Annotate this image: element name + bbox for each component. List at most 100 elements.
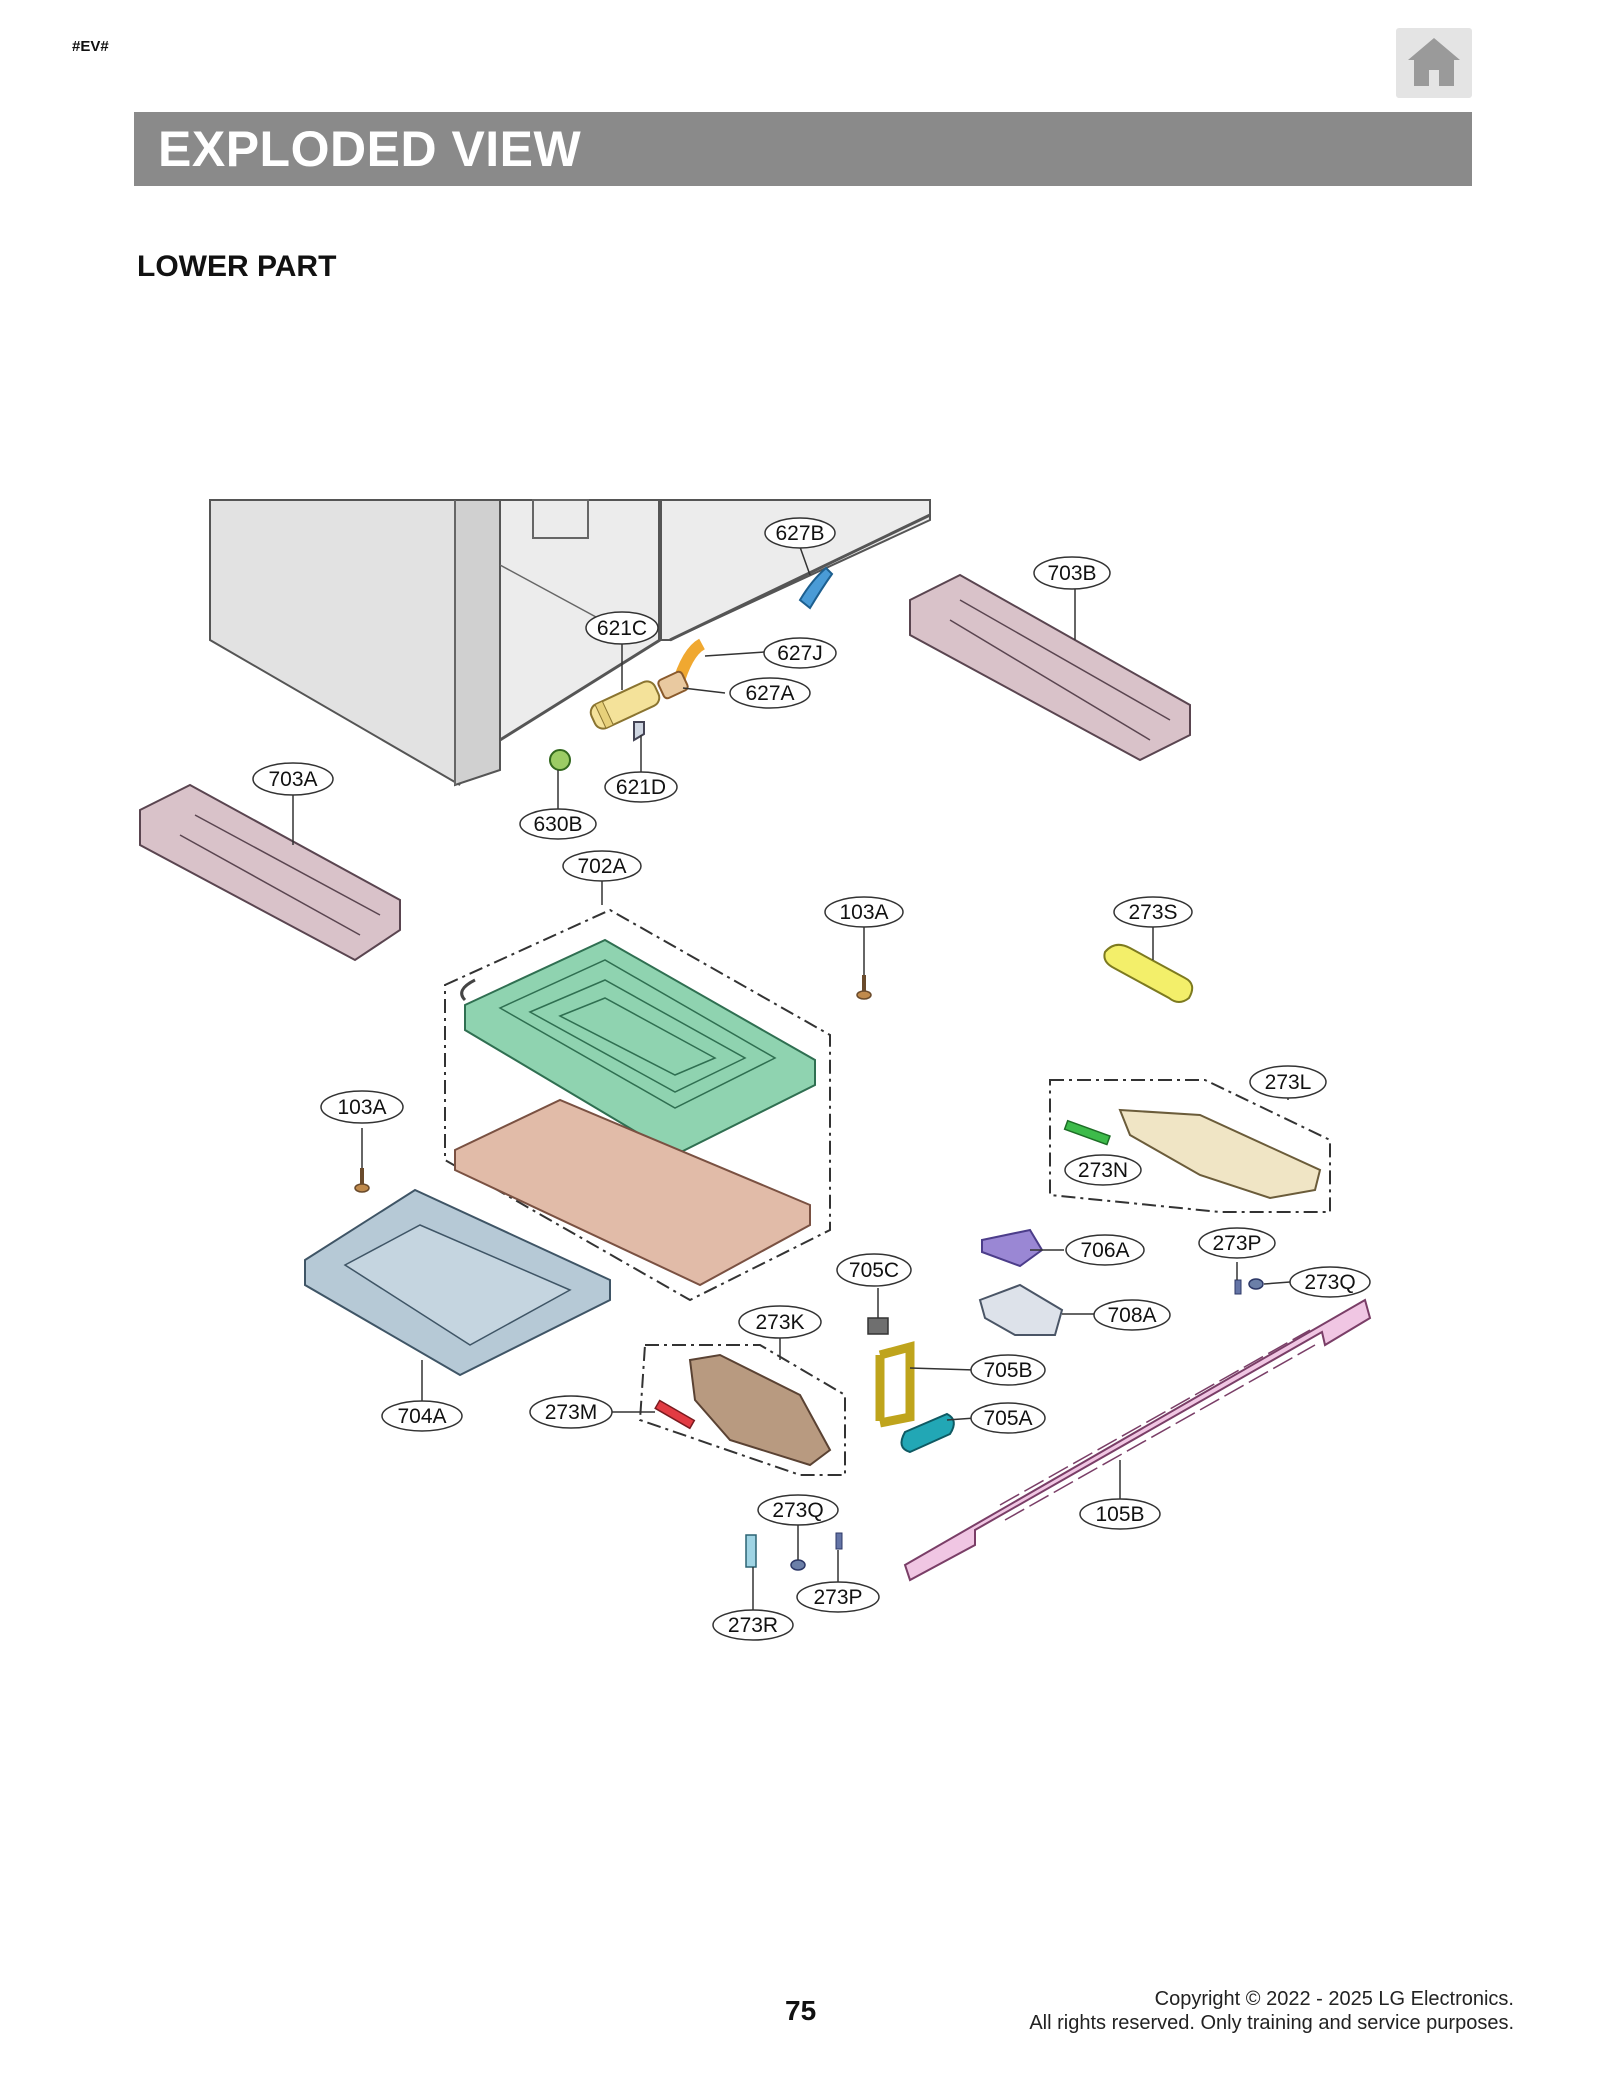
callout-label: 704A	[397, 1405, 446, 1428]
callout-label: 273N	[1078, 1159, 1128, 1182]
part-103A-right	[856, 975, 872, 1000]
callout-label: 708A	[1107, 1304, 1156, 1327]
group-outline-273K	[638, 1344, 846, 1476]
callout-label: 273R	[728, 1614, 778, 1637]
part-273N	[1063, 1119, 1111, 1146]
callout-label: 705C	[849, 1259, 899, 1282]
part-273Q-right	[1248, 1278, 1264, 1290]
part-273S	[1103, 943, 1194, 1003]
part-103A-left	[354, 1168, 370, 1193]
callout-label: 706A	[1080, 1239, 1129, 1262]
callout-label: 703A	[268, 768, 317, 791]
part-705A	[900, 1412, 955, 1454]
callout-label: 621D	[616, 776, 666, 799]
callout-label: 273K	[755, 1311, 804, 1334]
copyright-line-2: All rights reserved. Only training and s…	[1029, 2012, 1514, 2034]
part-273P-bottom	[835, 1532, 843, 1550]
part-621C	[589, 680, 661, 730]
callout-702A: 702A	[562, 850, 642, 882]
callout-label: 630B	[533, 813, 582, 836]
part-273R	[745, 1534, 757, 1568]
callout-273S: 273S	[1113, 896, 1193, 928]
callout-label: 273Q	[1304, 1271, 1355, 1294]
callout-label: 103A	[839, 901, 888, 924]
page-banner: EXPLODED VIEW	[134, 112, 1472, 186]
callout-label: 705A	[983, 1407, 1032, 1430]
callout-273P-right: 273P	[1198, 1227, 1276, 1259]
part-105B	[903, 1298, 1372, 1582]
part-702A-evaporator	[460, 938, 816, 1157]
callout-label: 273P	[813, 1586, 862, 1609]
callout-273R: 273R	[712, 1609, 794, 1641]
callout-label: 627B	[775, 522, 824, 545]
home-button[interactable]	[1396, 28, 1472, 98]
callout-703A: 703A	[252, 762, 334, 796]
home-icon	[1408, 38, 1460, 86]
callout-label: 705B	[983, 1359, 1032, 1382]
part-705B	[875, 1341, 915, 1428]
callout-103A-right: 103A	[824, 896, 904, 928]
callout-708A: 708A	[1093, 1299, 1171, 1331]
part-621D	[633, 721, 645, 742]
callout-273K: 273K	[738, 1305, 822, 1339]
page-number: 75	[785, 1995, 817, 2026]
callout-627A: 627A	[729, 677, 811, 709]
callout-704A: 704A	[381, 1400, 463, 1432]
callout-103A-left: 103A	[320, 1090, 404, 1124]
callout-706A: 706A	[1065, 1234, 1145, 1266]
section-title: LOWER PART	[137, 250, 337, 283]
callout-label: 105B	[1095, 1503, 1144, 1526]
copyright-line-1: Copyright © 2022 - 2025 LG Electronics.	[1154, 1988, 1514, 2010]
part-705C	[867, 1317, 889, 1335]
group-outline-702A	[444, 908, 831, 1302]
callout-105B: 105B	[1079, 1498, 1161, 1530]
callout-label: 273Q	[772, 1499, 823, 1522]
callout-label: 273P	[1212, 1232, 1261, 1255]
part-703A	[139, 783, 401, 962]
callout-627B: 627B	[764, 517, 836, 549]
callout-label: 627J	[777, 642, 823, 665]
part-703B	[909, 573, 1191, 762]
copyright-notice: Copyright © 2022 - 2025 LG Electronics. …	[1029, 1987, 1514, 2035]
callout-630B: 630B	[519, 808, 597, 840]
banner-title: EXPLODED VIEW	[158, 121, 582, 177]
callout-label: 703B	[1047, 562, 1096, 585]
part-273M	[654, 1399, 696, 1430]
callout-label: 103A	[337, 1096, 386, 1119]
callout-621C: 621C	[585, 611, 659, 645]
callout-label: 273L	[1265, 1071, 1312, 1094]
group-outline-273L	[1049, 1079, 1331, 1213]
leader-lines	[292, 546, 1291, 1610]
callout-273Q-bottom: 273Q	[757, 1494, 839, 1526]
part-708A	[978, 1283, 1064, 1336]
part-273P-right	[1234, 1279, 1242, 1295]
callout-273Q-right: 273Q	[1289, 1266, 1371, 1298]
part-273Q-bottom	[790, 1559, 806, 1571]
callout-621D: 621D	[604, 771, 678, 803]
document-tag: #EV#	[72, 38, 109, 55]
callout-label: 273M	[545, 1401, 598, 1424]
callout-273N: 273N	[1064, 1154, 1142, 1186]
callout-label: 627A	[745, 682, 794, 705]
part-706A	[981, 1228, 1044, 1268]
callout-label: 702A	[577, 855, 626, 878]
callout-273P-bottom: 273P	[796, 1581, 880, 1613]
part-627B	[798, 566, 834, 610]
callout-273M: 273M	[529, 1395, 613, 1429]
callout-label: 621C	[597, 617, 647, 640]
part-630B	[549, 749, 571, 771]
callout-627J: 627J	[763, 637, 837, 669]
part-273K	[688, 1353, 832, 1467]
cabinet-body	[209, 499, 931, 787]
callout-703B: 703B	[1033, 556, 1111, 590]
callout-705B: 705B	[970, 1354, 1046, 1386]
callout-273L: 273L	[1249, 1065, 1327, 1099]
part-273L	[1118, 1108, 1322, 1200]
callout-705C: 705C	[836, 1253, 912, 1287]
part-627A	[657, 670, 689, 700]
part-704A	[304, 1188, 611, 1377]
callout-label: 273S	[1128, 901, 1177, 924]
callout-705A: 705A	[970, 1402, 1046, 1434]
part-insulation-plate	[454, 1098, 811, 1287]
